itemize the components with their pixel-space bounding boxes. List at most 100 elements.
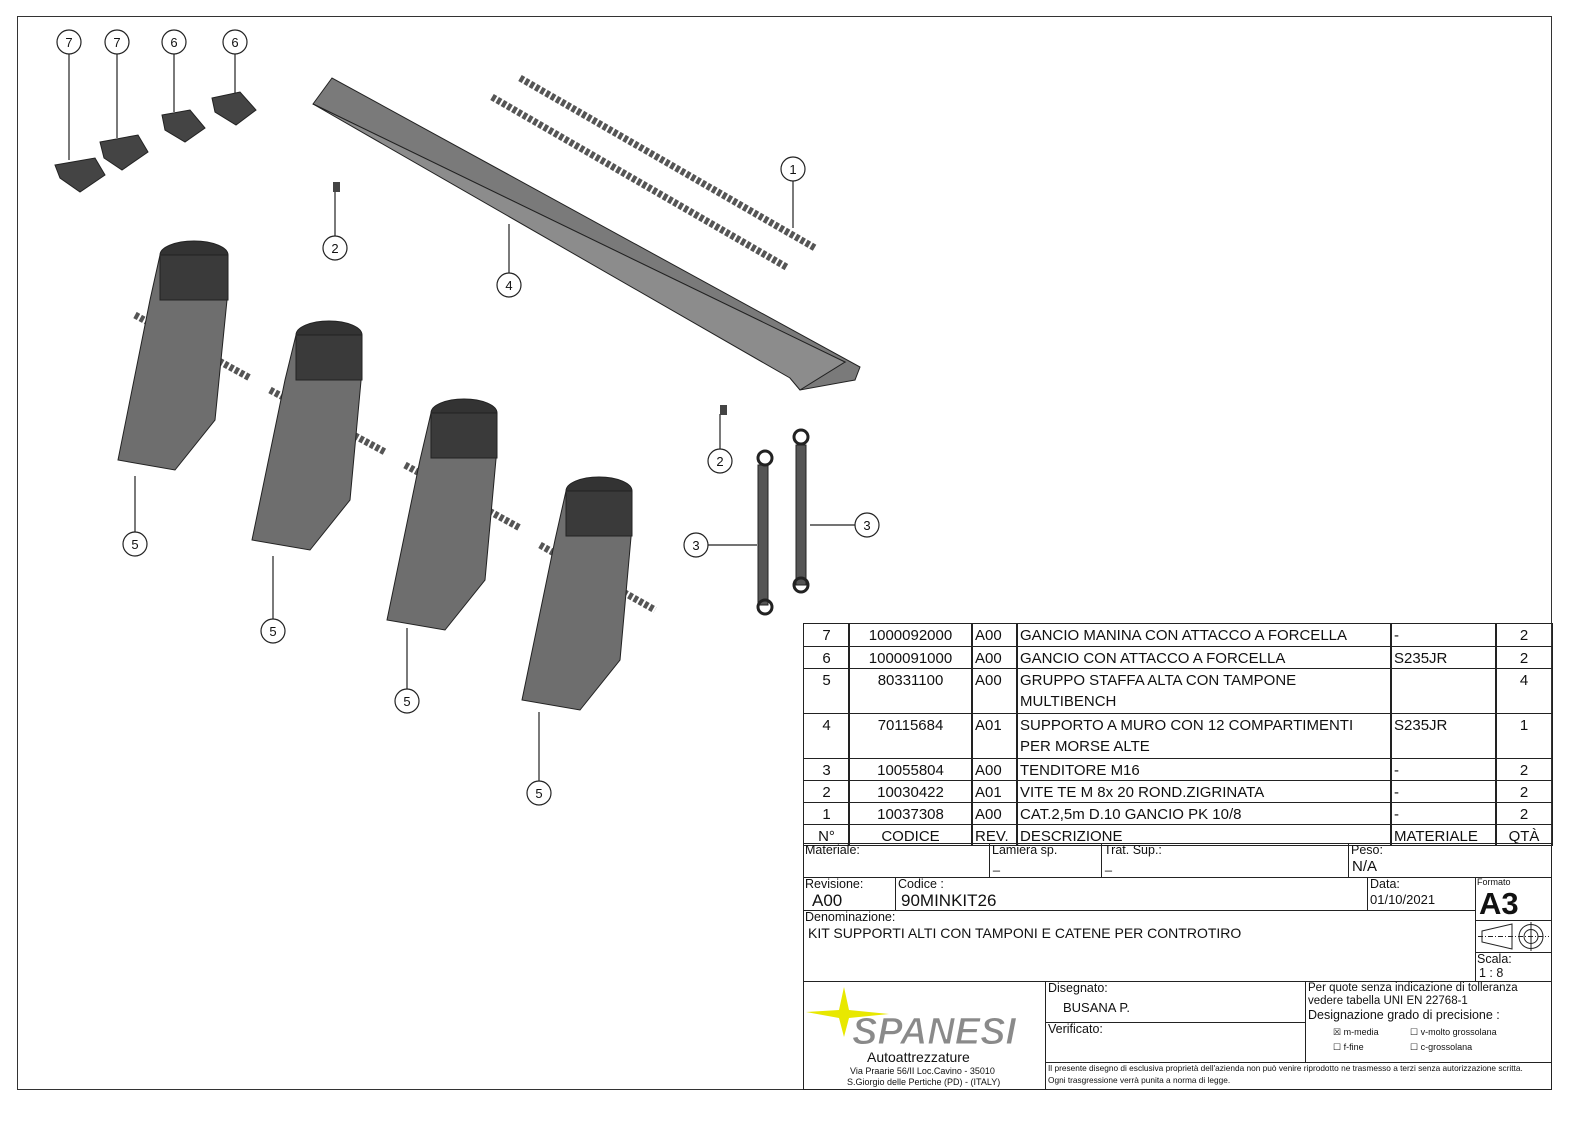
disegnato-value: BUSANA P. (1063, 1000, 1130, 1015)
bom-row-desc: GRUPPO STAFFA ALTA CON TAMPONE MULTIBENC… (1016, 668, 1392, 714)
bom-row-rev: A01 (971, 780, 1018, 803)
scala-label: Scala: (1477, 952, 1512, 966)
bom-row-n: 5 (803, 668, 850, 714)
balloon-7: 7 (65, 35, 72, 50)
disegnato-label: Disegnato: (1048, 981, 1108, 995)
revisione-value: A00 (812, 891, 843, 910)
bom-header-mat: MATERIALE (1390, 824, 1497, 846)
bom-row-qty: 1 (1495, 713, 1553, 759)
trat-label: Trat. Sup.: (1104, 843, 1162, 857)
bom-row-rev: A00 (971, 623, 1018, 647)
data-value: 01/10/2021 (1370, 892, 1436, 907)
bom-row-code: 10030422 (848, 780, 973, 803)
part-brackets (117, 240, 633, 711)
data-label: Data: (1370, 877, 1400, 891)
verificato-label: Verificato: (1048, 1022, 1103, 1036)
bom-row-rev: A01 (971, 713, 1018, 759)
bom-row-desc: TENDITORE M16 (1016, 758, 1392, 781)
bom-row-mat: S235JR (1390, 646, 1497, 669)
sheet-border (17, 16, 1552, 1090)
bom-row-rev: A00 (971, 802, 1018, 825)
bom-row-code: 70115684 (848, 713, 973, 759)
bom-row-desc: GANCIO CON ATTACCO A FORCELLA (1016, 646, 1392, 669)
balloon-5: 5 (403, 694, 410, 709)
bom-header-desc: DESCRIZIONE (1016, 824, 1392, 846)
part-turnbuckles (756, 428, 810, 616)
precision-v-checkbox[interactable]: ☐ v-molto grossolana (1410, 1027, 1497, 1037)
address-line-1: Via Praarie 56/II Loc.Cavino - 35010 (850, 1066, 995, 1076)
bom-row-rev: A00 (971, 758, 1018, 781)
part-wall-support (312, 77, 861, 391)
bom-row-mat: - (1390, 802, 1497, 825)
precision-m-label: m-media (1343, 1027, 1379, 1037)
precision-f-checkbox[interactable]: ☐ f-fine (1333, 1042, 1364, 1052)
ownership-notice-2: Ogni trasgressione verrà punita a norma … (1048, 1075, 1231, 1085)
part-screws (333, 182, 727, 415)
bom-row-mat: - (1390, 758, 1497, 781)
bom-row-qty: 2 (1495, 646, 1553, 669)
revisione-label: Revisione: (805, 877, 864, 891)
bom-row-desc: VITE TE M 8x 20 ROND.ZIGRINATA (1016, 780, 1392, 803)
bom-row-rev: A00 (971, 668, 1018, 714)
tolerance-line-2: vedere tabella UNI EN 22768-1 (1308, 995, 1468, 1007)
materiale-label: Materiale: (805, 843, 860, 857)
precision-c-label: c-grossolana (1420, 1042, 1473, 1052)
codice-value: 90MINKIT26 (901, 891, 997, 910)
balloon-5: 5 (535, 786, 542, 801)
balloon-4: 4 (505, 278, 512, 293)
spanesi-logo: SPANESI (806, 987, 1018, 1048)
precision-c-checkbox[interactable]: ☐ c-grossolana (1410, 1042, 1473, 1052)
peso-label: Peso: (1351, 843, 1383, 857)
bom-row-n: 7 (803, 623, 850, 647)
bom-row-qty: 2 (1495, 623, 1553, 647)
precision-m-checkbox[interactable]: ☒ m-media (1333, 1027, 1379, 1037)
balloon-2: 2 (716, 454, 723, 469)
trat-value: _ (1105, 858, 1112, 872)
bom-header-rev: REV. (971, 824, 1018, 846)
bom-row-qty: 4 (1495, 668, 1553, 714)
precision-f-label: f-fine (1343, 1042, 1364, 1052)
company-logo-box: SPANESI Autoattrezzature Via Praarie 56/… (803, 981, 1046, 1090)
ownership-notice: Il presente disegno di esclusiva proprie… (1048, 1063, 1523, 1073)
balloon-3: 3 (692, 538, 699, 553)
bom-row-desc: GANCIO MANINA CON ATTACCO A FORCELLA (1016, 623, 1392, 647)
lamiera-value: _ (993, 858, 1000, 872)
precision-v-label: v-molto grossolana (1420, 1027, 1497, 1037)
leader-lines (68, 54, 855, 781)
balloons (56, 29, 880, 806)
balloon-3: 3 (863, 518, 870, 533)
formato-label: Formato (1477, 877, 1511, 887)
balloon-2: 2 (331, 241, 338, 256)
bom-row-desc: SUPPORTO A MURO CON 12 COMPARTIMENTI PER… (1016, 713, 1392, 759)
bom-row-n: 3 (803, 758, 850, 781)
projection-symbol (1475, 920, 1552, 953)
bom-row-mat (1390, 668, 1497, 714)
bom-row-qty: 2 (1495, 780, 1553, 803)
balloon-6: 6 (231, 35, 238, 50)
bom-header-n: N° (803, 824, 850, 846)
lamiera-label: Lamiera sp. (992, 843, 1058, 857)
bom-row-mat: S235JR (1390, 713, 1497, 759)
denominazione-label: Denominazione: (805, 910, 896, 924)
bom-row-n: 2 (803, 780, 850, 803)
company-subtitle: Autoattrezzature (867, 1049, 970, 1065)
balloon-1: 1 (789, 162, 796, 177)
bom-row-mat: - (1390, 780, 1497, 803)
peso-value: N/A (1352, 858, 1378, 875)
bom-row-code: 1000091000 (848, 646, 973, 669)
scala-value: 1 : 8 (1479, 966, 1504, 980)
svg-text:SPANESI: SPANESI (852, 1011, 1017, 1048)
balloon-5: 5 (131, 537, 138, 552)
bom-row-n: 6 (803, 646, 850, 669)
bom-row-code: 80331100 (848, 668, 973, 714)
bom-row-qty: 2 (1495, 802, 1553, 825)
bom-row-rev: A00 (971, 646, 1018, 669)
bom-row-qty: 2 (1495, 758, 1553, 781)
formato-value: A3 (1479, 886, 1519, 921)
balloon-7: 7 (113, 35, 120, 50)
tolerance-line-3: Designazione grado di precisione : (1308, 1008, 1500, 1022)
bom-header-code: CODICE (848, 824, 973, 846)
address-line-2: S.Giorgio delle Pertiche (PD) - (ITALY) (847, 1077, 1001, 1087)
